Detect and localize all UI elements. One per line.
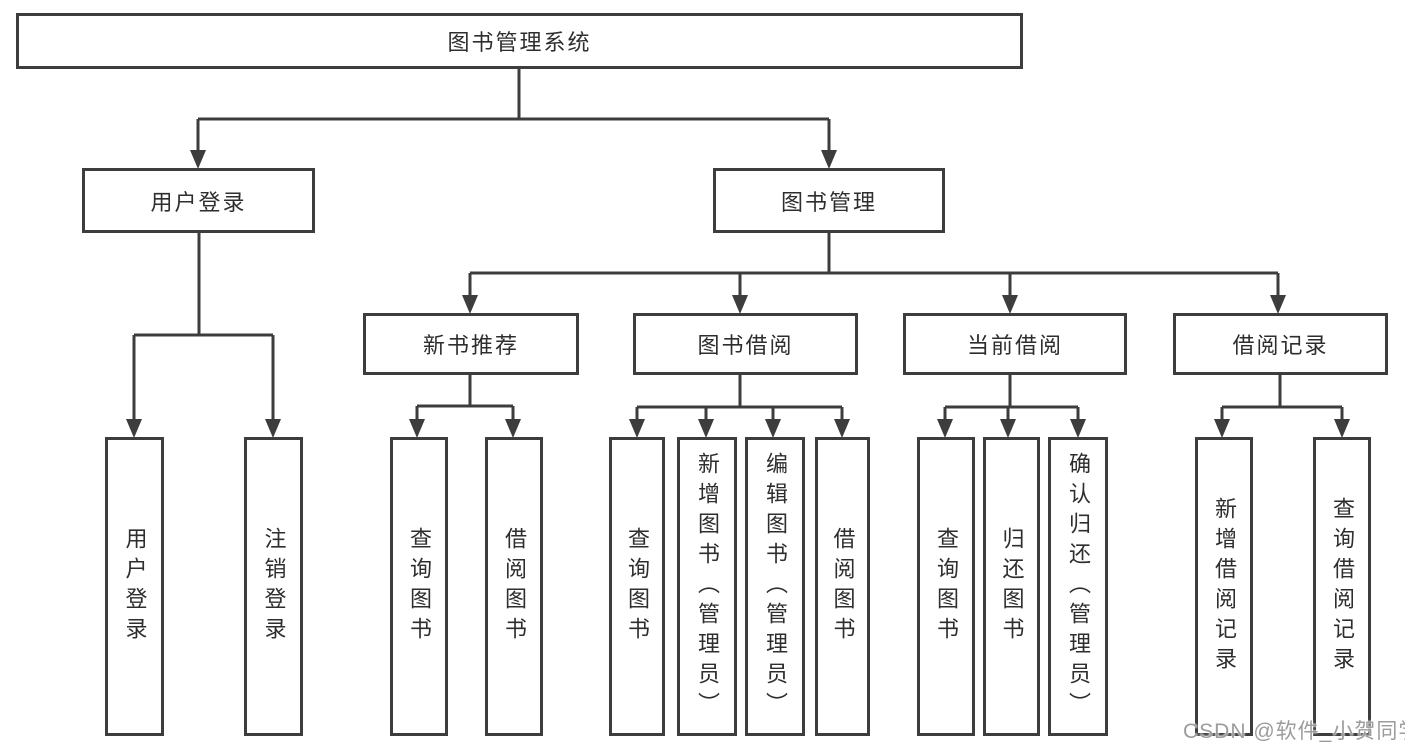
arrowhead bbox=[190, 150, 206, 169]
arrowhead bbox=[732, 295, 748, 314]
node-new-book-recommend: 新书推荐 bbox=[363, 313, 579, 375]
connector-user-login-children bbox=[132, 233, 275, 421]
node-borrowing-records: 借阅记录 bbox=[1173, 313, 1388, 375]
leaf-return-book: 归还图书 bbox=[983, 437, 1040, 736]
leaf-confirm-return-admin: 确认归还（管理员） bbox=[1048, 437, 1108, 736]
leaf-user-login: 用户登录 bbox=[105, 437, 164, 736]
node-root-system: 图书管理系统 bbox=[16, 13, 1023, 69]
arrowhead bbox=[1070, 419, 1086, 438]
arrowhead bbox=[1270, 295, 1286, 314]
leaf-current-query-book: 查询图书 bbox=[917, 437, 975, 736]
connector-borrow-record-children bbox=[1220, 375, 1344, 421]
leaf-recommend-query-book: 查询图书 bbox=[390, 437, 448, 736]
arrowhead bbox=[409, 419, 425, 438]
arrowhead bbox=[126, 419, 142, 438]
leaf-add-book-admin: 新增图书（管理员） bbox=[677, 437, 737, 736]
leaf-borrowing-borrow-book: 借阅图书 bbox=[815, 437, 870, 736]
leaf-borrowing-query-book: 查询图书 bbox=[609, 437, 665, 736]
connector-root-to-level2 bbox=[196, 68, 831, 153]
leaf-recommend-borrow-book: 借阅图书 bbox=[485, 437, 543, 736]
node-book-borrowing: 图书借阅 bbox=[633, 313, 858, 375]
leaf-edit-book-admin: 编辑图书（管理员） bbox=[745, 437, 805, 736]
arrowhead bbox=[1214, 419, 1230, 438]
arrowhead bbox=[765, 419, 781, 438]
arrowhead bbox=[698, 419, 714, 438]
arrowhead bbox=[821, 150, 837, 169]
arrowhead bbox=[629, 419, 645, 438]
arrowhead bbox=[1000, 419, 1016, 438]
leaf-add-borrow-record: 新增借阅记录 bbox=[1195, 437, 1253, 736]
arrowhead bbox=[1002, 295, 1018, 314]
leaf-logout: 注销登录 bbox=[244, 437, 303, 736]
arrowhead bbox=[937, 419, 953, 438]
node-current-borrowing: 当前借阅 bbox=[903, 313, 1127, 375]
connector-book-borrow-children bbox=[635, 375, 844, 421]
connector-book-mgmt-children bbox=[468, 233, 1280, 296]
node-user-login: 用户登录 bbox=[82, 168, 315, 233]
arrowhead bbox=[505, 419, 521, 438]
connector-new-rec-children bbox=[415, 375, 515, 421]
arrowhead bbox=[1334, 419, 1350, 438]
node-book-management: 图书管理 bbox=[713, 168, 945, 233]
arrowhead bbox=[462, 295, 478, 314]
leaf-query-borrow-record: 查询借阅记录 bbox=[1313, 437, 1371, 736]
arrowhead bbox=[265, 419, 281, 438]
arrowhead bbox=[834, 419, 850, 438]
csdn-watermark: CSDN @软件_小贺同学 bbox=[1183, 720, 1405, 743]
connector-current-borrow-children bbox=[943, 375, 1080, 421]
